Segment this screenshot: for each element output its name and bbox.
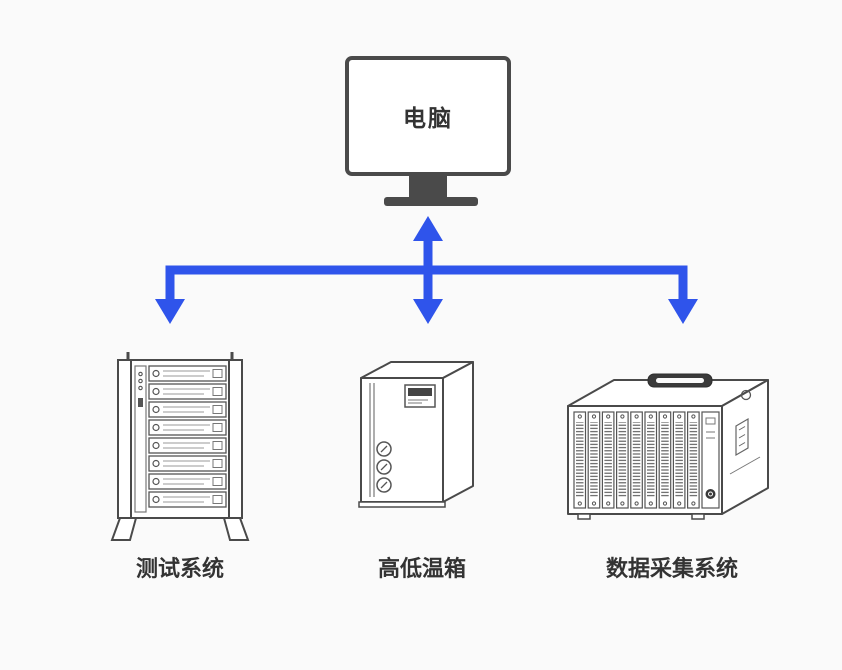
computer-monitor: 电脑: [345, 56, 511, 176]
card-slots: [573, 411, 700, 509]
arrow-down-right-icon: [668, 299, 698, 324]
computer-label: 电脑: [403, 105, 453, 131]
brand-badge-icon: [740, 389, 752, 401]
monitor-stand-base: [384, 197, 478, 206]
power-button-icon: [705, 489, 716, 499]
daq-system-illustration: [567, 373, 769, 520]
temp-chamber-illustration: [358, 361, 474, 508]
test-system-label: 测试系统: [135, 556, 224, 581]
rack-modules: [148, 365, 227, 508]
test-system-illustration: [110, 352, 250, 541]
temp-chamber-label: 高低温箱: [377, 556, 466, 581]
arrow-up-icon: [413, 216, 443, 241]
monitor-stand-neck: [409, 176, 447, 198]
arrow-down-left-icon: [155, 299, 185, 324]
arrow-down-center-icon: [413, 299, 443, 324]
daq-system-label: 数据采集系统: [605, 556, 738, 581]
